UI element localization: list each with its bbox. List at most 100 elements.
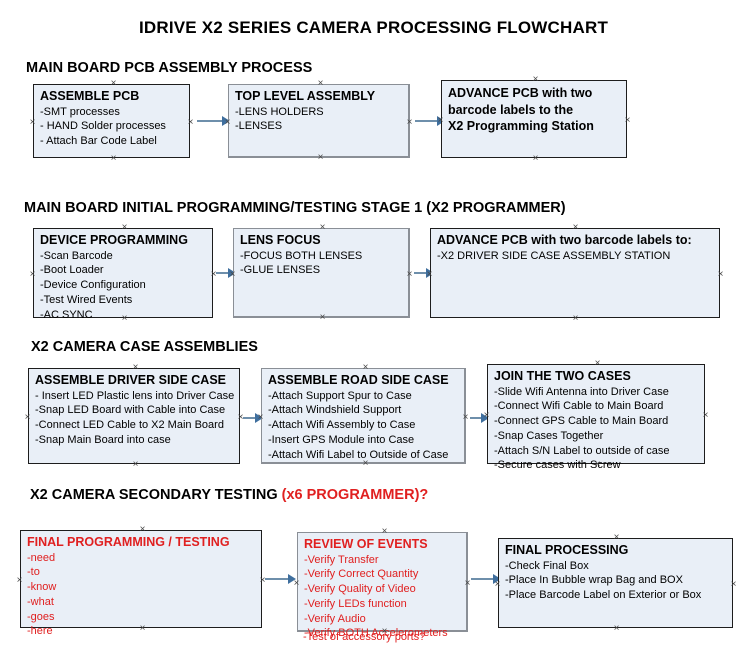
section-heading-x2-camera-secondary-testing: X2 CAMERA SECONDARY TESTING (x6 PROGRAMM… <box>30 487 428 503</box>
handle-bottom-icon[interactable] <box>593 460 602 469</box>
handle-top-icon[interactable] <box>612 533 621 542</box>
node-line: -Connect Wifi Cable to Main Board <box>494 400 664 413</box>
node-line: -Snap LED Board with Cable into Case <box>35 404 226 417</box>
handle-bottom-icon[interactable] <box>109 154 118 163</box>
handle-top-icon[interactable] <box>138 525 147 534</box>
handle-right-icon[interactable] <box>186 118 195 127</box>
handle-bottom-icon[interactable] <box>138 624 147 633</box>
page-title: IDRIVE X2 SERIES CAMERA PROCESSING FLOWC… <box>138 18 609 37</box>
handle-right-icon[interactable] <box>623 116 632 125</box>
node-line: -X2 DRIVER SIDE CASE ASSEMBLY STATION <box>437 249 671 262</box>
node-line: -Connect GPS Cable to Main Board <box>494 415 669 428</box>
node-line: - Attach Bar Code Label <box>40 135 157 148</box>
node-assemble-pcb[interactable]: ASSEMBLE PCB -SMT processes - HAND Solde… <box>33 84 190 158</box>
handle-bottom-icon[interactable] <box>318 313 327 322</box>
handle-right-icon[interactable] <box>463 579 472 588</box>
handle-top-icon[interactable] <box>318 223 327 232</box>
handle-right-icon[interactable] <box>461 413 470 422</box>
handle-right-icon[interactable] <box>405 118 414 127</box>
handle-bottom-icon[interactable] <box>612 624 621 633</box>
connector-driver-side-to-road-side <box>243 417 261 419</box>
handle-top-icon[interactable] <box>361 363 370 372</box>
node-assemble-driver-side-case[interactable]: ASSEMBLE DRIVER SIDE CASE - Insert LED P… <box>28 368 240 464</box>
node-final-programming-testing[interactable]: FINAL PROGRAMMING / TESTING -need -to -k… <box>20 530 262 637</box>
node-join-the-two-cases[interactable]: JOIN THE TWO CASES -Slide Wifi Antenna i… <box>487 364 705 471</box>
handle-bottom-icon[interactable] <box>120 314 129 323</box>
handle-left-icon[interactable] <box>23 413 32 422</box>
node-line: -GLUE LENSES <box>240 264 321 277</box>
node-advance-pcb-to-x2-programming-station[interactable]: ADVANCE PCB with two barcode labels to t… <box>441 80 627 158</box>
node-review-of-events[interactable]: REVIEW OF EVENTS -Verify Transfer -Verif… <box>297 532 468 639</box>
node-line: - HAND Solder processes <box>40 120 166 133</box>
section-heading-text: X2 CAMERA SECONDARY TESTING <box>30 487 282 503</box>
node-assemble-road-side-case[interactable]: ASSEMBLE ROAD SIDE CASE -Attach Support … <box>261 368 466 464</box>
handle-right-icon[interactable] <box>716 270 725 279</box>
handle-right-icon[interactable] <box>729 580 738 589</box>
node-line: -Connect LED Cable to X2 Main Board <box>35 419 224 432</box>
handle-left-icon[interactable] <box>493 580 502 589</box>
node-line: -Attach Wifi Label to Outside of Case <box>268 448 449 461</box>
node-line-overflow: -Test of accessory ports? <box>303 631 426 643</box>
node-line: -SMT processes <box>40 105 120 118</box>
connector-device-programming-to-lens-focus <box>216 272 232 274</box>
handle-left-icon[interactable] <box>15 576 24 585</box>
handle-left-icon[interactable] <box>292 579 301 588</box>
node-lens-focus[interactable]: LENS FOCUS -FOCUS BOTH LENSES -GLUE LENS… <box>233 228 410 318</box>
handle-bottom-icon[interactable] <box>531 154 540 163</box>
node-line: ADVANCE PCB with two <box>448 86 593 100</box>
connector-road-side-to-join-cases <box>470 417 488 419</box>
handle-top-icon[interactable] <box>316 79 325 88</box>
node-line: -LENS HOLDERS <box>235 105 324 118</box>
section-heading-text: X2 CAMERA CASE ASSEMBLIES <box>31 339 258 355</box>
handle-right-icon[interactable] <box>405 270 414 279</box>
handle-left-icon[interactable] <box>256 413 265 422</box>
section-heading-suffix: (x6 PROGRAMMER)? <box>281 487 429 503</box>
node-line: -Insert GPS Module into Case <box>268 433 415 446</box>
handle-bottom-icon[interactable] <box>361 459 370 468</box>
node-top-level-assembly[interactable]: TOP LEVEL ASSEMBLY -LENS HOLDERS -LENSES <box>228 84 410 158</box>
handle-left-icon[interactable] <box>28 270 37 279</box>
handle-left-icon[interactable] <box>228 270 237 279</box>
handle-left-icon[interactable] <box>425 270 434 279</box>
node-line: -Verify Correct Quantity <box>304 568 419 581</box>
handle-bottom-icon[interactable] <box>316 153 325 162</box>
handle-top-icon[interactable] <box>531 75 540 84</box>
node-line: -Secure cases with Screw <box>494 459 621 472</box>
handle-bottom-icon[interactable] <box>571 314 580 323</box>
node-line: -Scan Barcode <box>40 249 113 262</box>
node-title: FINAL PROCESSING <box>505 543 629 557</box>
handle-bottom-icon[interactable] <box>131 460 140 469</box>
handle-top-icon[interactable] <box>571 223 580 232</box>
connector-assemble-pcb-to-top-level <box>197 120 227 122</box>
connector-lens-focus-to-advance-pcb <box>414 272 430 274</box>
node-line: -goes <box>27 610 55 623</box>
node-line: -need <box>27 551 56 564</box>
handle-left-icon[interactable] <box>28 118 37 127</box>
node-line: -Check Final Box <box>505 559 589 572</box>
handle-left-icon[interactable] <box>223 118 232 127</box>
node-line: -Place In Bubble wrap Bag and BOX <box>505 574 683 587</box>
node-title: TOP LEVEL ASSEMBLY <box>235 89 376 103</box>
node-title: ASSEMBLE PCB <box>40 89 140 103</box>
handle-top-icon[interactable] <box>109 79 118 88</box>
section-heading-main-board-pcb-assembly: MAIN BOARD PCB ASSEMBLY PROCESS <box>26 60 312 76</box>
node-line: -Attach Wifi Assembly to Case <box>268 419 416 432</box>
handle-top-icon[interactable] <box>380 527 389 536</box>
node-line: -Attach Windshield Support <box>268 404 402 417</box>
node-title: ASSEMBLE ROAD SIDE CASE <box>268 373 449 387</box>
section-heading-x2-camera-case-assemblies: X2 CAMERA CASE ASSEMBLIES <box>31 339 258 355</box>
node-line: -FOCUS BOTH LENSES <box>240 249 363 262</box>
node-line: -AC SYNC <box>40 308 93 321</box>
node-device-programming[interactable]: DEVICE PROGRAMMING -Scan Barcode -Boot L… <box>33 228 213 321</box>
handle-top-icon[interactable] <box>120 223 129 232</box>
handle-right-icon[interactable] <box>701 411 710 420</box>
handle-top-icon[interactable] <box>131 363 140 372</box>
node-final-processing[interactable]: FINAL PROCESSING -Check Final Box -Place… <box>498 538 733 628</box>
node-line: -Verify BOTH Accelerometers <box>304 627 448 640</box>
handle-left-icon[interactable] <box>436 116 445 125</box>
handle-left-icon[interactable] <box>482 411 491 420</box>
handle-top-icon[interactable] <box>593 359 602 368</box>
node-advance-pcb-to-driver-side-case[interactable]: ADVANCE PCB with two barcode labels to: … <box>430 228 720 318</box>
node-line: -Attach Support Spur to Case <box>268 389 412 402</box>
